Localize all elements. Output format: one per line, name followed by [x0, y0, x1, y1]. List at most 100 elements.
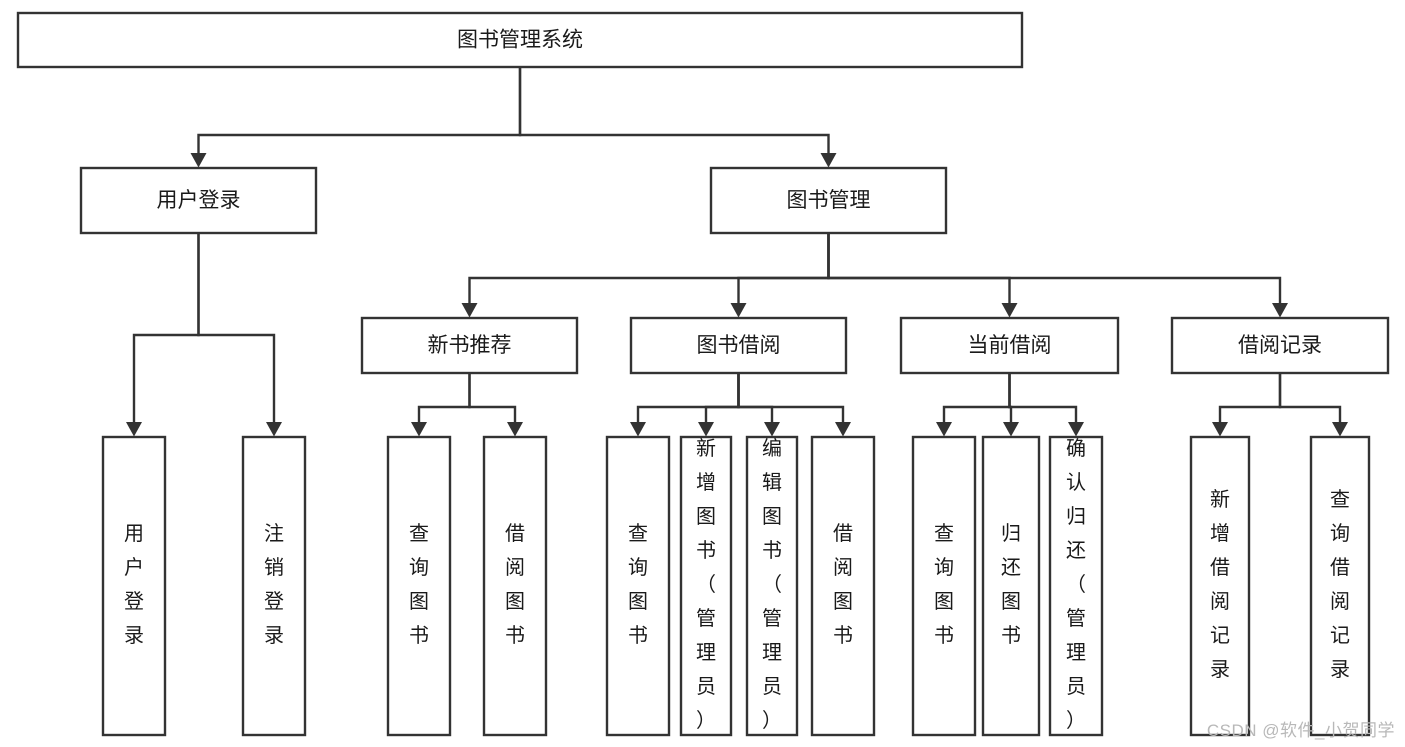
connector-book-borrow-to-leaf-add-book	[698, 371, 740, 437]
connector-root-to-book-manage	[518, 65, 837, 168]
node-box-leaf-query-record[interactable]	[1309, 435, 1371, 737]
node-book-manage[interactable]: 图书管理	[709, 166, 948, 235]
node-label-book-borrow: 图书借阅	[697, 334, 781, 357]
connector-line	[468, 231, 830, 309]
arrow-head-icon	[507, 422, 523, 437]
connector-current-borrow-to-leaf-query-book-3	[936, 371, 1011, 437]
connector-line	[417, 371, 471, 428]
node-current-borrow[interactable]: 当前借阅	[899, 316, 1120, 375]
node-box-leaf-add-book[interactable]	[679, 435, 733, 737]
connector-line	[1218, 371, 1282, 428]
connector-book-borrow-to-leaf-query-book-2	[630, 371, 740, 437]
node-box-root[interactable]	[16, 11, 1024, 69]
node-box-leaf-borrow-book-1[interactable]	[482, 435, 548, 737]
connector-line	[636, 371, 740, 428]
arrow-head-icon	[266, 422, 282, 437]
connector-borrow-record-to-leaf-query-record	[1278, 371, 1348, 437]
node-layer: 图书管理系统用户登录图书管理新书推荐图书借阅当前借阅借阅记录用户登录注销登录查询…	[16, 11, 1390, 737]
connector-line	[737, 371, 774, 428]
connector-root-to-user-login	[190, 65, 522, 168]
node-box-leaf-borrow-book-2[interactable]	[810, 435, 876, 737]
node-leaf-edit-book[interactable]: 编辑图书（管理员）	[745, 435, 799, 737]
node-new-book-recommend[interactable]: 新书推荐	[360, 316, 579, 375]
node-user-login[interactable]: 用户登录	[79, 166, 318, 235]
connector-line	[942, 371, 1011, 428]
arrow-head-icon	[1068, 422, 1084, 437]
connector-book-manage-to-borrow-record	[827, 231, 1288, 318]
node-leaf-borrow-book-1[interactable]: 借阅图书	[482, 435, 548, 737]
connector-line	[737, 371, 845, 428]
arrow-head-icon	[630, 422, 646, 437]
arrow-head-icon	[698, 422, 714, 437]
node-leaf-user-login[interactable]: 用户登录	[101, 435, 167, 737]
arrow-head-icon	[126, 422, 142, 437]
node-label-new-book-recommend: 新书推荐	[428, 334, 512, 357]
node-leaf-add-book[interactable]: 新增图书（管理员）	[679, 435, 733, 737]
node-label-leaf-user-logout: 注销登录	[264, 522, 284, 647]
node-leaf-borrow-book-2[interactable]: 借阅图书	[810, 435, 876, 737]
arrow-head-icon	[1003, 422, 1019, 437]
node-label-borrow-record: 借阅记录	[1238, 334, 1322, 357]
connector-line	[827, 231, 1282, 309]
node-box-leaf-query-book-3[interactable]	[911, 435, 977, 737]
node-leaf-query-book-3[interactable]: 查询图书	[911, 435, 977, 737]
connector-layer	[126, 65, 1348, 437]
node-label-leaf-query-book-2: 查询图书	[628, 522, 648, 647]
connector-new-book-recommend-to-leaf-borrow-book-1	[468, 371, 523, 437]
node-label-leaf-edit-book: 编辑图书（管理员）	[762, 437, 782, 732]
arrow-head-icon	[1332, 422, 1348, 437]
node-label-leaf-query-book-3: 查询图书	[934, 522, 954, 647]
arrow-head-icon	[1001, 303, 1018, 318]
node-leaf-confirm-return[interactable]: 确认归还（管理员）	[1048, 435, 1104, 737]
node-box-leaf-return-book[interactable]	[981, 435, 1041, 737]
node-box-user-login[interactable]	[79, 166, 318, 235]
arrow-head-icon	[1272, 303, 1288, 318]
node-box-book-borrow[interactable]	[629, 316, 848, 375]
node-label-user-login: 用户登录	[157, 189, 241, 212]
connector-line	[737, 231, 830, 309]
node-box-book-manage[interactable]	[709, 166, 948, 235]
connector-line	[827, 231, 1011, 309]
connector-line	[197, 65, 522, 159]
node-root[interactable]: 图书管理系统	[16, 11, 1024, 69]
node-label-leaf-add-record: 新增借阅记录	[1210, 488, 1230, 681]
node-box-new-book-recommend[interactable]	[360, 316, 579, 375]
arrow-head-icon	[1212, 422, 1228, 437]
connector-book-manage-to-current-borrow	[827, 231, 1018, 318]
node-box-leaf-query-book-1[interactable]	[386, 435, 452, 737]
connector-current-borrow-to-leaf-confirm-return	[1008, 371, 1084, 437]
node-leaf-return-book[interactable]: 归还图书	[981, 435, 1041, 737]
node-leaf-user-logout[interactable]: 注销登录	[241, 435, 307, 737]
node-box-leaf-confirm-return[interactable]	[1048, 435, 1104, 737]
node-label-book-manage: 图书管理	[787, 189, 871, 212]
node-leaf-add-record[interactable]: 新增借阅记录	[1189, 435, 1251, 737]
node-label-root: 图书管理系统	[457, 29, 583, 52]
connector-line	[1278, 371, 1342, 428]
node-box-leaf-user-login[interactable]	[101, 435, 167, 737]
arrow-head-icon	[936, 422, 952, 437]
node-book-borrow[interactable]: 图书借阅	[629, 316, 848, 375]
node-box-leaf-user-logout[interactable]	[241, 435, 307, 737]
node-leaf-query-book-1[interactable]: 查询图书	[386, 435, 452, 737]
node-borrow-record[interactable]: 借阅记录	[1170, 316, 1390, 375]
connector-line	[1008, 371, 1078, 428]
connector-line	[704, 371, 740, 428]
connector-book-manage-to-new-book-recommend	[461, 231, 830, 318]
connector-new-book-recommend-to-leaf-query-book-1	[411, 371, 471, 437]
node-label-leaf-confirm-return: 确认归还（管理员）	[1066, 437, 1086, 732]
node-label-leaf-borrow-book-1: 借阅图书	[505, 522, 525, 647]
connector-book-manage-to-book-borrow	[730, 231, 830, 318]
node-leaf-query-book-2[interactable]: 查询图书	[605, 435, 671, 737]
connector-line	[197, 231, 276, 428]
arrow-head-icon	[461, 303, 478, 318]
connector-current-borrow-to-leaf-return-book	[1003, 371, 1019, 437]
node-box-leaf-add-record[interactable]	[1189, 435, 1251, 737]
node-box-leaf-query-book-2[interactable]	[605, 435, 671, 737]
node-box-leaf-edit-book[interactable]	[745, 435, 799, 737]
node-box-current-borrow[interactable]	[899, 316, 1120, 375]
node-leaf-query-record[interactable]: 查询借阅记录	[1309, 435, 1371, 737]
arrow-head-icon	[190, 153, 207, 168]
node-box-borrow-record[interactable]	[1170, 316, 1390, 375]
